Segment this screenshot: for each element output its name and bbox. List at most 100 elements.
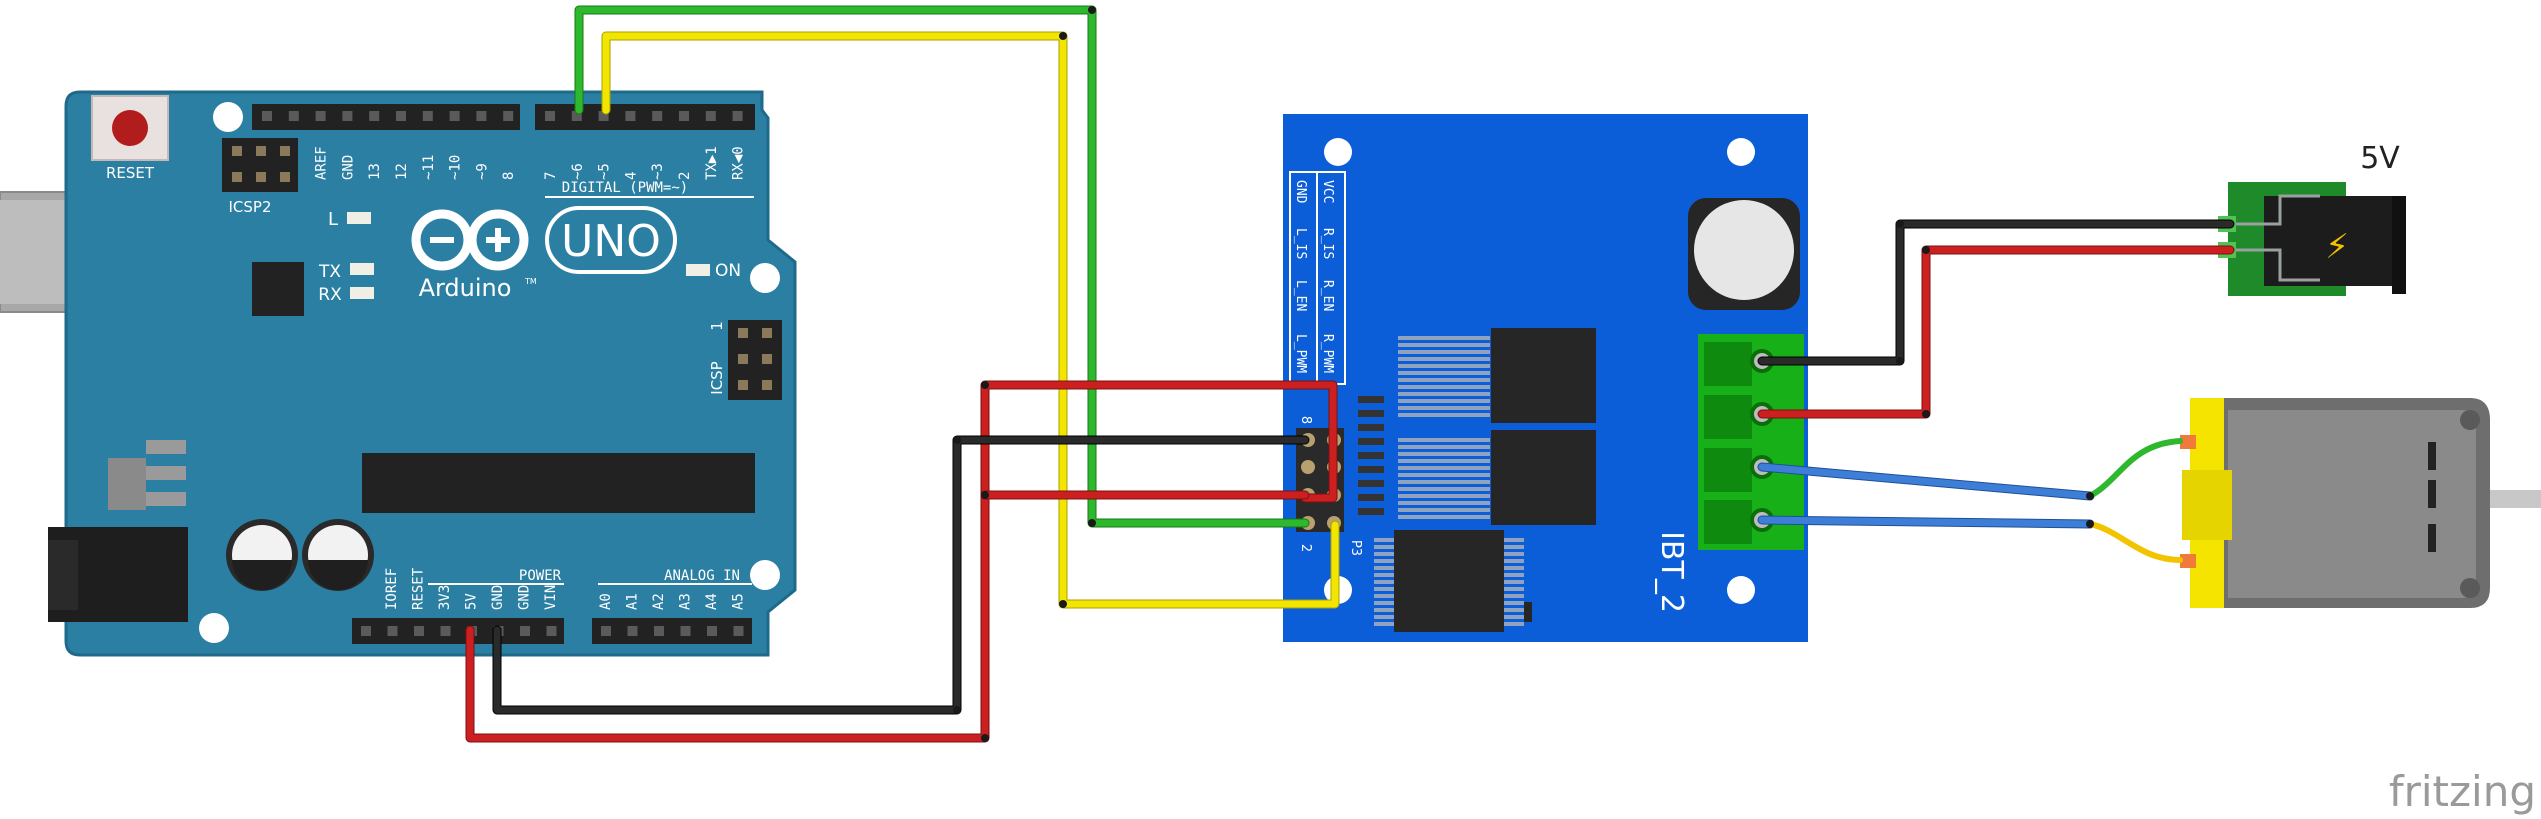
dc-motor bbox=[2180, 398, 2541, 608]
power-supply-bolt-icon: ⚡ bbox=[2325, 227, 2349, 267]
led-l-label: L bbox=[328, 209, 338, 230]
header-pin-hole bbox=[396, 111, 406, 121]
driver-smd-components bbox=[1358, 396, 1384, 515]
driver-ic bbox=[1394, 530, 1504, 632]
digital-pin-label: 4 bbox=[623, 172, 639, 180]
icsp-pin1-label: 1 bbox=[708, 321, 726, 331]
driver-header-label-right: R_EN bbox=[1320, 280, 1335, 311]
usb-chip bbox=[252, 262, 304, 316]
digital-pin-label: GND bbox=[340, 155, 356, 180]
wire-blue-motor-2 bbox=[1757, 515, 2095, 529]
digital-pin-label: 13 bbox=[367, 163, 383, 180]
led-rx bbox=[350, 287, 374, 299]
mosfet-1 bbox=[1491, 328, 1596, 423]
driver-smd-small bbox=[1524, 602, 1532, 622]
icsp-header bbox=[728, 320, 782, 400]
header-pin-hole bbox=[387, 626, 398, 636]
led-tx bbox=[350, 263, 374, 275]
analog-pin-label: A0 bbox=[598, 593, 614, 610]
brand-tm: TM bbox=[524, 277, 537, 286]
power-label: POWER bbox=[519, 568, 562, 584]
driver-header-label-right: R_IS bbox=[1320, 228, 1335, 259]
arduino-board-body bbox=[64, 90, 797, 657]
reset-label: RESET bbox=[106, 164, 155, 182]
header-pin-hole bbox=[732, 111, 743, 121]
header-pin-hole bbox=[654, 626, 664, 636]
header-pin-hole bbox=[503, 111, 514, 121]
header-pin-hole bbox=[422, 111, 433, 121]
power-pin-label: 3V3 bbox=[437, 585, 453, 610]
led-on bbox=[686, 264, 710, 276]
analog-pin-label: A2 bbox=[651, 593, 667, 610]
header-pin-hole bbox=[705, 111, 716, 121]
driver-header-label-right: VCC bbox=[1320, 180, 1335, 203]
power-pin-label: IOREF bbox=[384, 568, 400, 610]
voltage-regulator bbox=[108, 440, 186, 510]
driver-header-label-left: L_PWM bbox=[1293, 334, 1308, 373]
digital-pin-label: ~3 bbox=[650, 163, 666, 180]
driver-header-label-left: GND bbox=[1293, 180, 1308, 204]
header-pin-hole bbox=[546, 626, 557, 636]
model-label: UNO bbox=[561, 216, 661, 267]
power-supply-label: 5V bbox=[2360, 141, 2400, 176]
analog-pin-label: A3 bbox=[678, 593, 694, 610]
header-pin-hole bbox=[476, 111, 487, 121]
wire-yellow bbox=[601, 31, 1340, 609]
header-pin-hole bbox=[680, 626, 691, 636]
led-l bbox=[347, 212, 371, 224]
header-pin-hole bbox=[315, 111, 326, 121]
digital-pin-label: ~5 bbox=[597, 163, 613, 180]
header-pin-hole bbox=[598, 111, 609, 121]
smd-resistor bbox=[1358, 508, 1384, 515]
power-pin-label: 5V bbox=[464, 593, 480, 610]
led-on-label: ON bbox=[715, 261, 741, 281]
header-pin-hole bbox=[601, 626, 611, 636]
driver-header-label-left: L_IS bbox=[1293, 228, 1308, 259]
led-rx-label: RX bbox=[318, 285, 342, 305]
smd-resistor bbox=[1358, 424, 1384, 431]
analog-header bbox=[592, 618, 752, 644]
digital-pin-holes bbox=[262, 111, 743, 121]
power-header bbox=[352, 618, 564, 644]
motor-lead-yellow bbox=[2087, 521, 2183, 563]
wire-junctions bbox=[953, 6, 2094, 742]
dc-barrel-jack bbox=[48, 527, 188, 622]
analog-label: ANALOG IN bbox=[664, 568, 740, 584]
atmega-chip bbox=[362, 453, 755, 513]
smd-resistor bbox=[1358, 480, 1384, 487]
capacitor-1 bbox=[226, 519, 298, 591]
header-pin-hole bbox=[652, 111, 663, 121]
digital-pin-label: ~10 bbox=[448, 155, 464, 180]
digital-pin-label: TX▶1 bbox=[704, 146, 720, 180]
led-tx-label: TX bbox=[318, 262, 341, 282]
header-pin-hole bbox=[520, 626, 530, 636]
header-pin-hole bbox=[361, 626, 371, 636]
smd-resistor bbox=[1358, 396, 1384, 403]
driver-header-labels-right: VCC R_IS R_EN R_PWM bbox=[1320, 180, 1335, 373]
mosfet-2 bbox=[1491, 430, 1596, 525]
smd-resistor bbox=[1358, 410, 1384, 417]
digital-pin-label: ~11 bbox=[421, 155, 437, 180]
power-pin-label: GND bbox=[490, 585, 506, 610]
motor-lead-green bbox=[2087, 438, 2183, 499]
power-pin-label: GND bbox=[517, 585, 533, 610]
uno-badge bbox=[545, 206, 677, 274]
header-pin-hole bbox=[733, 626, 744, 636]
smd-resistor bbox=[1358, 466, 1384, 473]
digital-pin-label: ~6 bbox=[570, 163, 586, 180]
header-pin-hole bbox=[449, 111, 460, 121]
driver-header-label-right: R_PWM bbox=[1320, 334, 1335, 373]
reset-button[interactable] bbox=[91, 95, 169, 161]
driver-pin-label-top: 8 bbox=[1298, 416, 1313, 424]
driver-pin bbox=[1301, 460, 1315, 474]
arduino-logo bbox=[411, 206, 677, 274]
wire-blue-motor-1 bbox=[1757, 462, 2095, 501]
digital-pin-label: 12 bbox=[394, 163, 410, 180]
header-pin-hole bbox=[414, 626, 424, 636]
